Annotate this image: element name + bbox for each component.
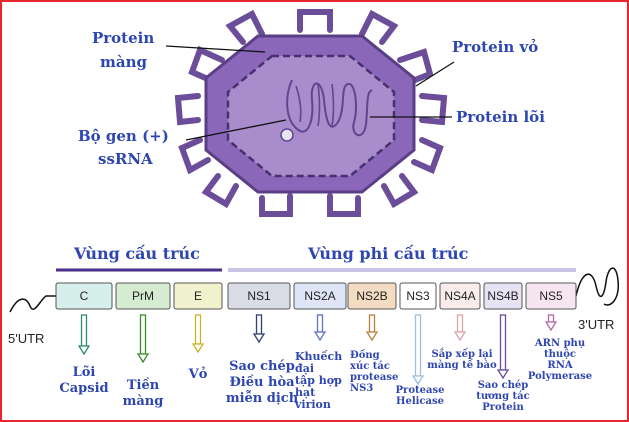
utr3-strand xyxy=(575,267,619,306)
virus-particle xyxy=(174,9,448,217)
utr3-label: 3'UTR xyxy=(578,317,614,332)
gene-box-ns2b xyxy=(347,282,397,310)
gene-box-ns5 xyxy=(525,282,577,310)
gene-box-ns4a xyxy=(439,282,481,310)
envelope-protein-label: Protein vỏ xyxy=(452,38,538,56)
gene-label-ns4b: NS4B xyxy=(487,289,518,303)
callout-lines xyxy=(165,45,455,141)
gene-label-ns3: NS3 xyxy=(406,289,430,303)
gene-label-ns5: NS5 xyxy=(539,289,563,303)
structural-region-title: Vùng cấu trúc xyxy=(73,244,200,263)
gene-box-ns2a xyxy=(293,282,347,310)
gene-label-prm: PrM xyxy=(132,289,154,303)
gene-arrow-ns4b xyxy=(496,314,510,380)
gene-function-e: Vỏ xyxy=(188,366,208,382)
gene-arrow-ns1 xyxy=(252,314,266,344)
gene-box-e xyxy=(173,282,223,310)
genome-label: Bộ gen (+) ssRNA xyxy=(78,127,174,168)
gene-arrow-ns3 xyxy=(411,314,425,386)
gene-box-ns3 xyxy=(399,282,437,310)
genome-cap xyxy=(280,128,294,142)
gene-box-prm xyxy=(115,282,171,310)
gene-arrow-c xyxy=(77,314,91,356)
gene-box-c xyxy=(55,282,113,310)
gene-label-ns4a: NS4A xyxy=(444,289,475,303)
membrane-protein-label: Protein màng xyxy=(92,29,160,71)
gene-box-ns4b xyxy=(483,282,523,310)
rna-genome xyxy=(286,79,373,136)
utr5-strand xyxy=(9,295,56,313)
gene-arrow-prm xyxy=(136,314,150,364)
gene-arrow-e xyxy=(191,314,205,354)
gene-label-c: C xyxy=(80,289,89,303)
gene-label-ns2a: NS2A xyxy=(304,289,335,303)
gene-arrow-ns4a xyxy=(453,314,467,342)
nonstructural-region-title: Vùng phi cấu trúc xyxy=(307,244,469,263)
gene-arrow-ns5 xyxy=(544,314,558,332)
utr5-label: 5'UTR xyxy=(8,331,44,346)
gene-arrow-ns2a xyxy=(313,314,327,342)
gene-label-ns2b: NS2B xyxy=(356,289,387,303)
envelope-spikes xyxy=(174,9,448,217)
gene-label-ns1: NS1 xyxy=(247,289,271,303)
gene-arrow-ns2b xyxy=(365,314,379,342)
gene-label-e: E xyxy=(194,289,202,303)
core-protein-label: Protein lõi xyxy=(456,108,545,126)
gene-box-ns1 xyxy=(227,282,291,310)
